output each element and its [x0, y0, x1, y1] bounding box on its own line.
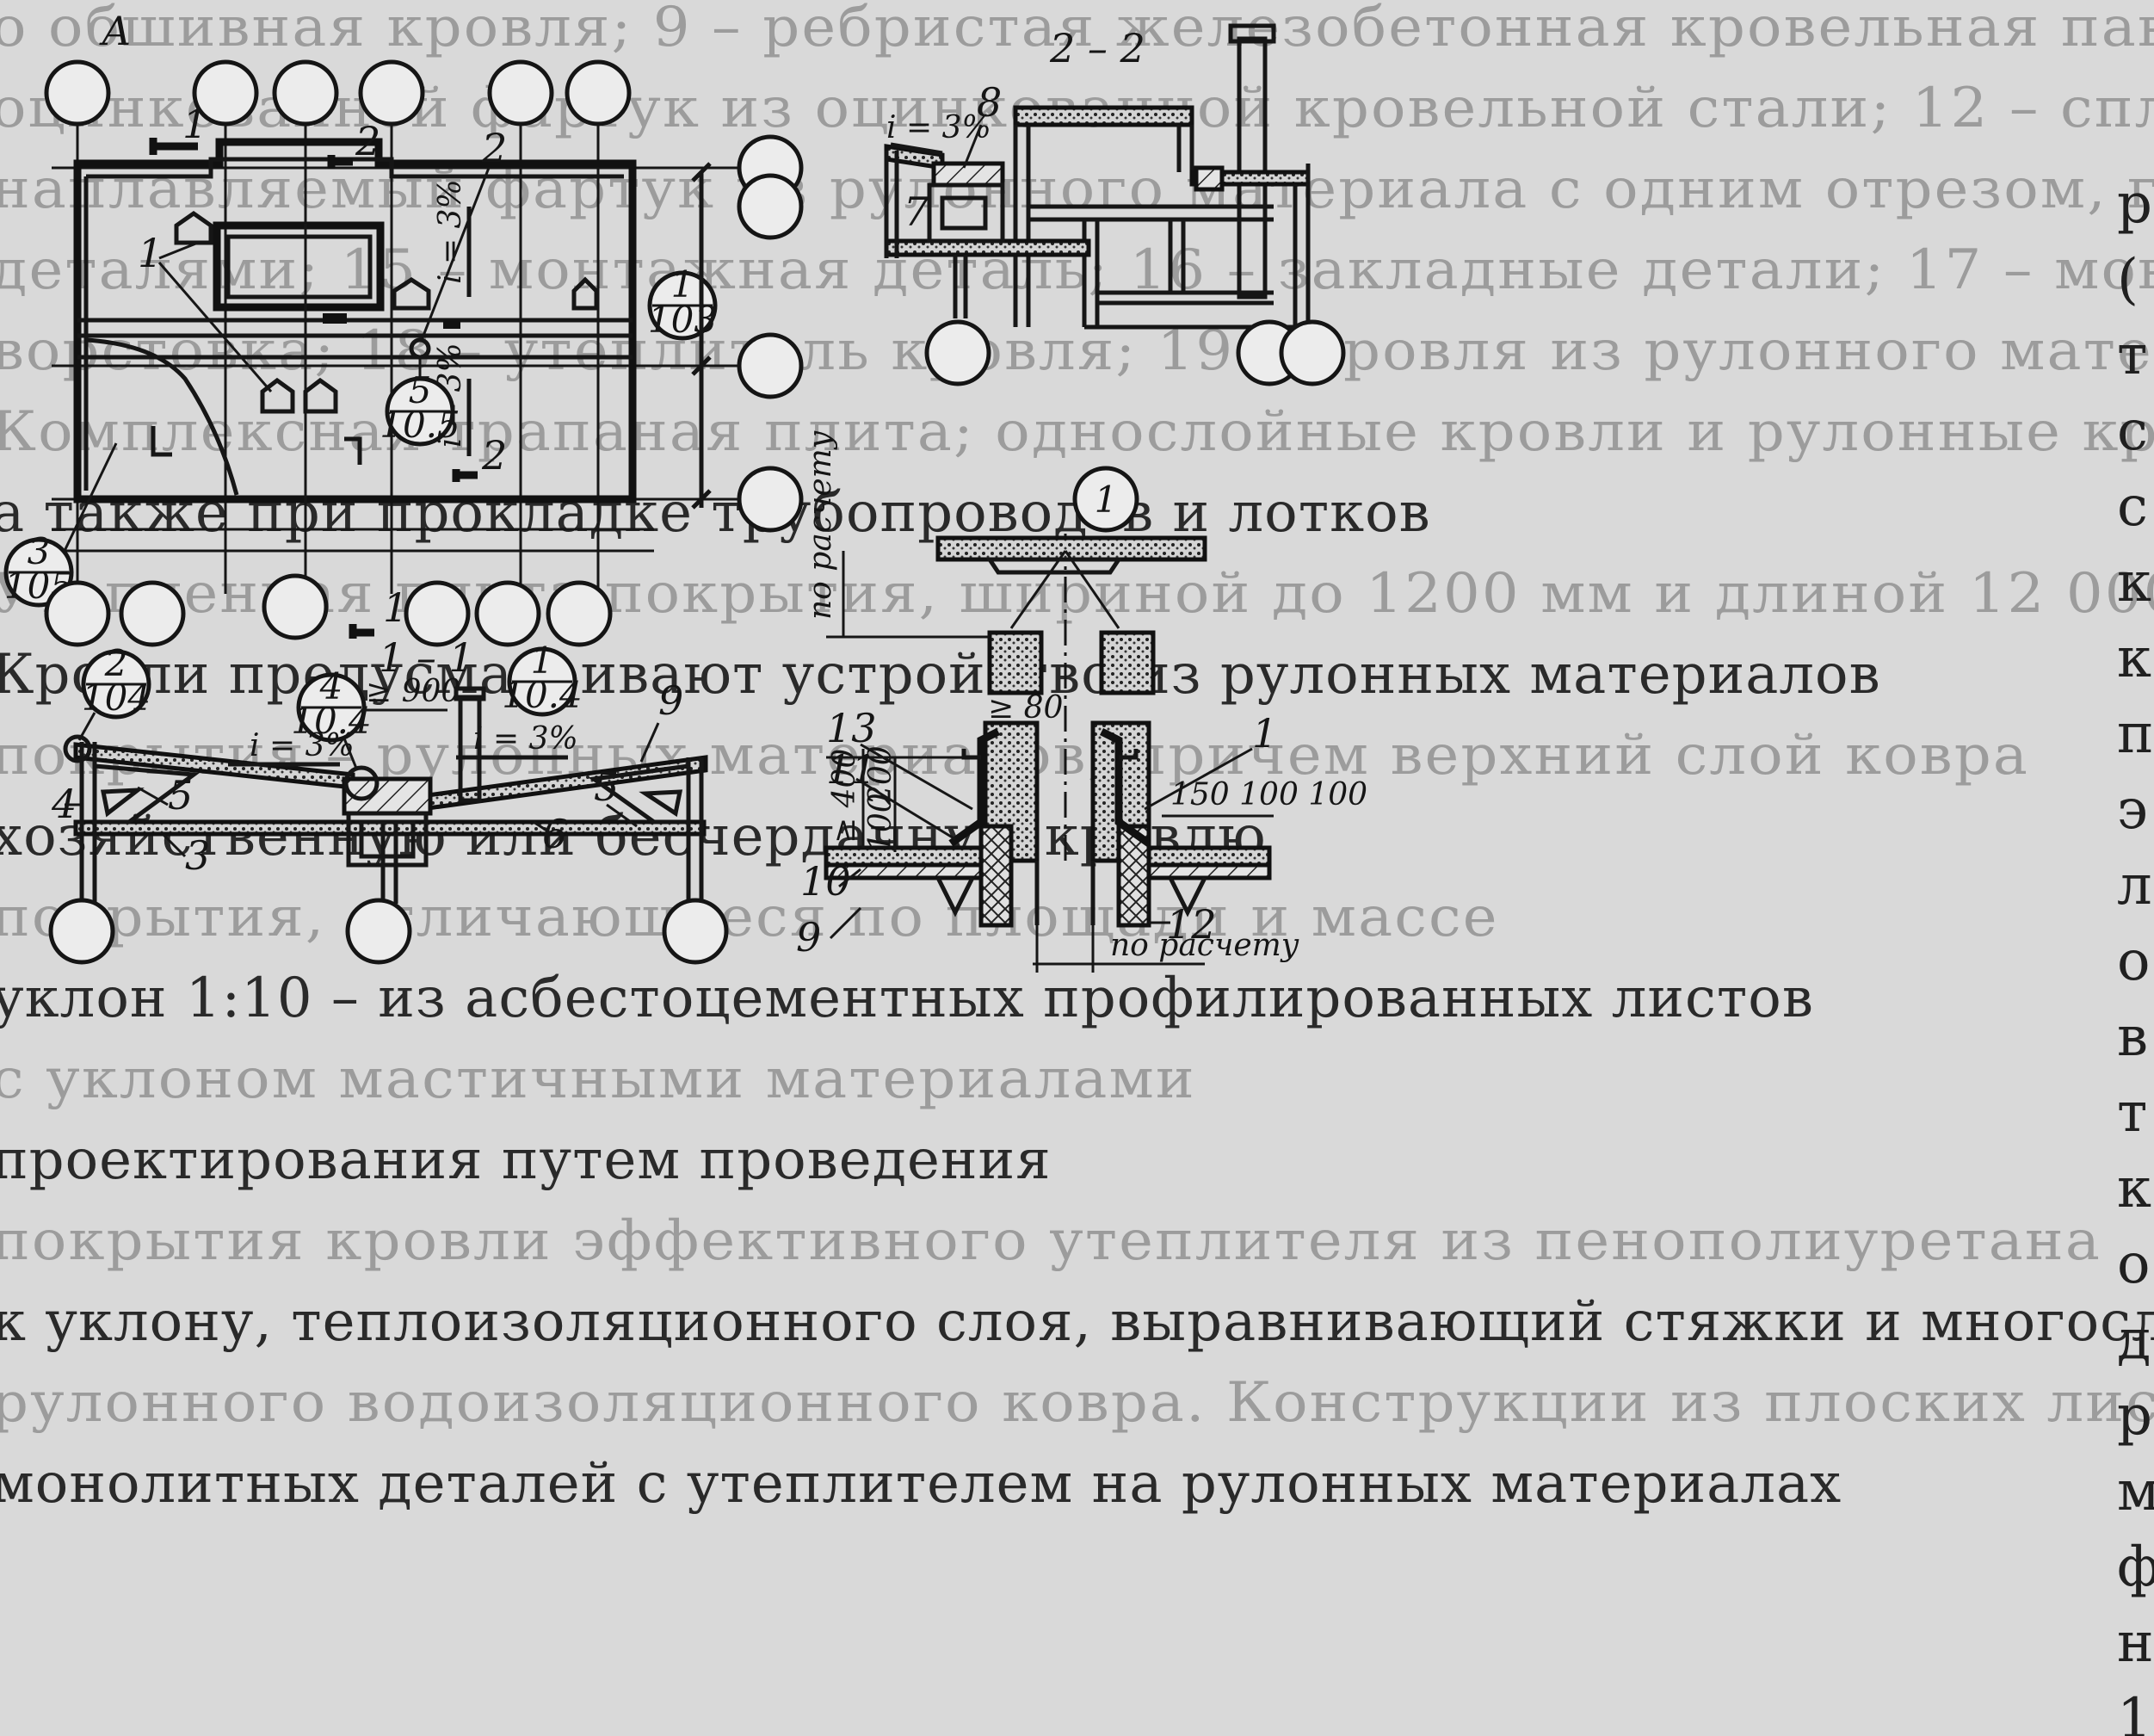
margin-letter: 1	[2117, 1687, 2152, 1736]
background-text-line: монолитных деталей с утеплителем на руло…	[0, 1452, 1842, 1516]
margin-letter: с	[2117, 399, 2148, 463]
background-text-line: к уклону, теплоизоляционного слоя, вырав…	[0, 1290, 2154, 1354]
background-text-line: покрытия кровли эффективного утеплителя …	[0, 1209, 2102, 1273]
background-text-line: с уклоном мастичными материалами	[0, 1047, 1196, 1111]
background-text-line: о обшивная кровля; 9 – ребристая железоб…	[0, 0, 2154, 59]
svg-text:10.5: 10.5	[380, 404, 460, 446]
detail-1-dim-top: по расчету	[803, 430, 838, 620]
plan-section-mark-1b: 1	[383, 584, 408, 631]
plan-section-mark-2a: 2	[355, 118, 380, 164]
detail-1-label-10: 10	[800, 858, 851, 905]
plan-section-mark-1a: 1	[182, 101, 207, 147]
detail-1-label-12: 13	[826, 705, 877, 751]
section-1-1-label-5b: 5	[594, 763, 619, 810]
section-2-2-slope: i = 3%	[886, 110, 991, 145]
background-text-line: уклон 1:10 – из асбестоцементных профили…	[0, 967, 1814, 1030]
plan-section-mark-2b: 2	[481, 432, 507, 479]
margin-letter: (	[2117, 248, 2139, 312]
section-1-1-label-3: 3	[185, 832, 210, 879]
margin-letter: к	[2117, 627, 2151, 690]
margin-letter: т	[2117, 324, 2148, 387]
plan-axis-bottom	[44, 573, 613, 647]
section-1-1: 1 – 1 2	[48, 634, 729, 965]
margin-letter: о	[2117, 1232, 2151, 1296]
margin-letter: с	[2117, 475, 2148, 539]
svg-text:104: 104	[82, 676, 151, 719]
detail-1-title: 1	[1095, 479, 1118, 521]
margin-letter: э	[2117, 778, 2148, 842]
background-text-line: рулонного водоизоляционного ковра. Конст…	[0, 1371, 2154, 1435]
detail-1: 1 по расчету по расчету	[796, 430, 1367, 973]
svg-text:10.4: 10.4	[291, 700, 372, 742]
section-1-1-slope-left: i = 3%	[250, 728, 355, 763]
section-1-1-label-6: 6	[542, 811, 567, 857]
plan-funnels	[174, 210, 599, 414]
svg-text:10.4: 10.4	[502, 674, 583, 716]
svg-text:5: 5	[409, 369, 432, 411]
section-1-1-dim-900: ≥ 900	[366, 674, 460, 709]
detail-1-dim-400: ≥ 400	[827, 749, 862, 843]
section-2-2-title: 2 – 2	[1049, 25, 1145, 71]
section-2-2: 2 – 2 i = 3%	[884, 23, 1346, 386]
section-1-1-node-2: 2 104	[63, 642, 151, 763]
svg-text:103: 103	[648, 299, 717, 341]
section-1-1-title: 1 – 1	[379, 634, 474, 681]
detail-1-label-13: 12	[1166, 901, 1217, 948]
svg-text:1: 1	[531, 639, 554, 682]
margin-letter: к	[2117, 1157, 2151, 1220]
margin-letter: л	[2117, 854, 2152, 917]
plan-node-5: 5 10.5	[380, 357, 460, 447]
section-1-1-slope-right: i = 3%	[473, 721, 578, 757]
detail-1-dim-100: 100	[863, 793, 898, 852]
detail-1-dim-bottom: по расчету	[1110, 928, 1299, 963]
background-text-line: хозяйственную или бесчердачную кровлю	[0, 805, 1267, 868]
margin-letter: п	[2117, 702, 2154, 766]
background-text-line: а также при прокладке трубопроводов и ло…	[0, 481, 1431, 545]
plan-callout-2: 2	[481, 125, 507, 171]
background-text-line: покрытия, отличающиеся по площади и масс…	[0, 886, 1499, 949]
plan-letter: А	[99, 8, 132, 54]
svg-text:2: 2	[104, 642, 128, 684]
roof-plan: А	[3, 8, 804, 647]
margin-letter: о	[2117, 930, 2151, 993]
plan-callout-1: 1	[138, 230, 163, 276]
section-2-2-label-7: 7	[904, 188, 929, 235]
margin-letter: н	[2117, 1611, 2154, 1675]
detail-1-circle	[1072, 466, 1139, 533]
detail-1-dim-80: ≥ 80	[988, 690, 1063, 726]
plan-node-1: 1 103	[647, 263, 718, 341]
detail-1-label-9: 9	[796, 914, 821, 961]
margin-letter: ф	[2117, 1535, 2154, 1599]
margin-letter: к	[2117, 551, 2151, 615]
svg-text:3: 3	[28, 530, 51, 572]
detail-1-dims-right: 150 100 100	[1170, 777, 1367, 812]
plan-node-3: 3 105	[3, 442, 118, 608]
section-1-1-label-5a: 5	[168, 772, 193, 819]
background-text-line: ворстовка; 18 – утеплитель кровля; 19 – …	[0, 319, 2154, 383]
margin-letter: д	[2117, 1308, 2151, 1372]
section-2-2-label-8: 8	[977, 79, 1002, 126]
svg-text:4: 4	[319, 665, 343, 707]
svg-text:1: 1	[671, 263, 694, 306]
detail-1-label-1: 1	[1252, 710, 1277, 757]
margin-letter: в	[2117, 1005, 2149, 1069]
background-text-line: проектирования путем проведения	[0, 1128, 1052, 1192]
section-1-1-label-9: 9	[658, 677, 683, 724]
section-1-1-node-4: 4 10.4	[291, 665, 380, 801]
margin-letter: р	[2117, 1384, 2152, 1448]
margin-letter: т	[2117, 1081, 2148, 1145]
margin-letter: м	[2117, 1460, 2154, 1523]
section-1-1-node-1: 1 10.4	[502, 639, 583, 717]
margin-letter: р	[2117, 172, 2152, 236]
